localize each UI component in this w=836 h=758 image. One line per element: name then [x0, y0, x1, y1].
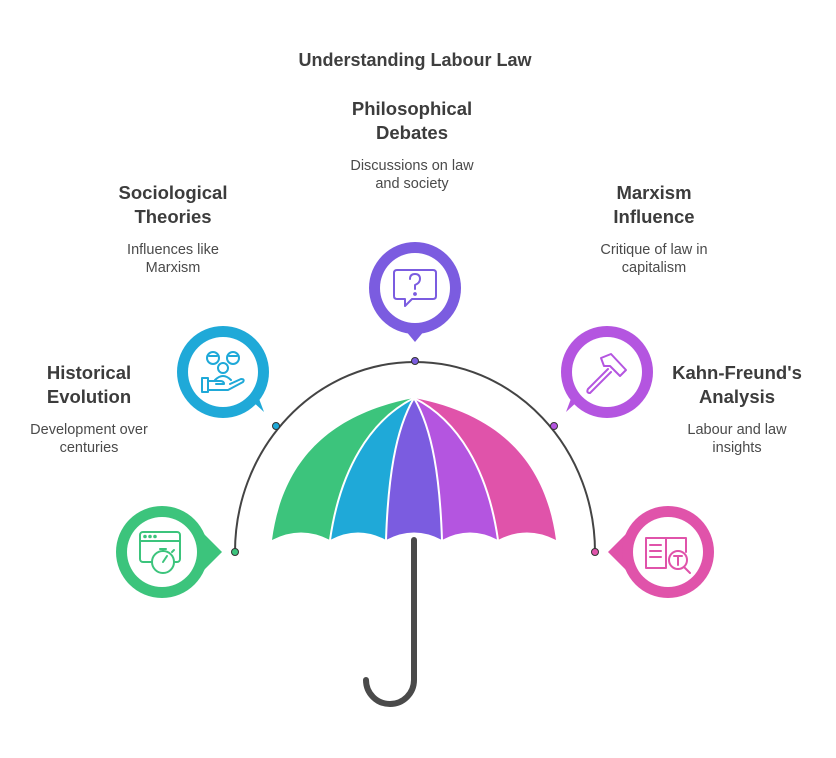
desc-line: centuries: [59, 440, 119, 456]
label-line: Theories: [134, 206, 212, 227]
desc-line: Critique of law in: [600, 242, 708, 258]
label-line: Marxism: [616, 182, 692, 203]
badge-historical-evolution: [116, 506, 222, 598]
badge-marxism-influence: [561, 326, 653, 418]
people-hand-icon: [201, 351, 245, 393]
desc-line: Labour and law: [687, 422, 787, 438]
label-line: Historical: [46, 362, 132, 383]
arc-marker-marxism: [550, 422, 558, 430]
label-kahn-freund-analysis: Kahn-Freund's Analysis: [652, 361, 822, 409]
label-line: Evolution: [46, 386, 132, 407]
desc-line: and society: [375, 176, 449, 192]
book-search-icon: [645, 537, 691, 574]
desc-sociological-theories: Influences like Marxism: [93, 241, 253, 277]
badge-sociological-theories: [177, 326, 269, 418]
canopy-panel-1: [272, 398, 414, 540]
label-line: Analysis: [698, 386, 776, 407]
label-line: Sociological: [118, 182, 228, 203]
desc-line: Influences like: [127, 242, 219, 258]
arc-marker-kahn: [591, 548, 599, 556]
label-line: Debates: [376, 122, 448, 143]
label-line: Influence: [613, 206, 695, 227]
desc-line: Marxism: [145, 260, 201, 276]
label-sociological-theories: Sociological Theories: [93, 181, 253, 229]
desc-line: insights: [712, 440, 762, 456]
canopy-panel-5: [414, 398, 556, 540]
desc-marxism-influence: Critique of law in capitalism: [574, 241, 734, 277]
question-bubble-icon: [393, 269, 437, 307]
stopwatch-browser-icon: [139, 531, 181, 574]
desc-historical-evolution: Development over centuries: [9, 421, 169, 457]
desc-line: Discussions on law: [350, 158, 474, 174]
badge-philosophical-debates: [369, 242, 461, 342]
desc-philosophical-debates: Discussions on law and society: [332, 157, 492, 193]
title: Understanding Labour Law: [298, 50, 532, 70]
badge-kahn-freund-analysis: [608, 506, 714, 598]
label-marxism-influence: Marxism Influence: [574, 181, 734, 229]
umbrella-canopy: [272, 397, 556, 541]
arc-marker-historical: [231, 548, 239, 556]
label-line: Kahn-Freund's: [672, 362, 802, 383]
arc-marker-sociological: [272, 422, 280, 430]
canopy-panel-2: [330, 398, 414, 540]
canopy-panel-4: [414, 398, 498, 540]
desc-line: capitalism: [621, 260, 687, 276]
label-historical-evolution: Historical Evolution: [9, 361, 169, 409]
umbrella-handle: [363, 537, 417, 707]
hammer-icon: [586, 353, 627, 394]
arc-marker-philosophical: [411, 357, 419, 365]
desc-kahn-freund-analysis: Labour and law insights: [657, 421, 817, 457]
label-philosophical-debates: Philosophical Debates: [332, 97, 492, 145]
label-line: Philosophical: [351, 98, 473, 119]
desc-line: Development over: [30, 422, 148, 438]
